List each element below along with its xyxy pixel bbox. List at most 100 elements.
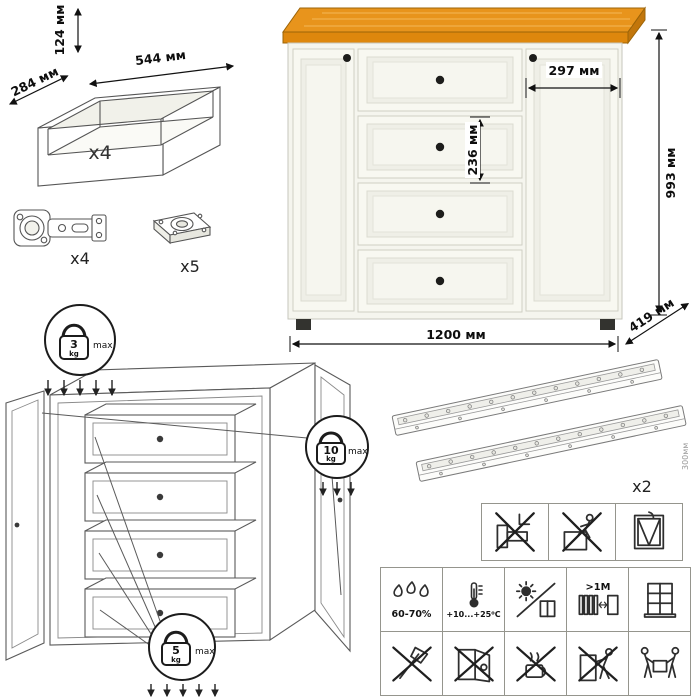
left-door-knob [343,54,351,62]
dresser-drawing: 297 мм 236 мм 993 мм 1200 мм 419 мм [282,6,690,352]
no-step-on-open-drawer-icon [495,512,535,552]
two-person-carry-cell [628,631,691,696]
temperature-cell: +10...+25⁰С [442,567,505,632]
drawer-width-label: 544 мм [134,47,186,68]
dresser-drawer-1 [357,48,523,112]
drawer-box-drawing: 124 мм 544 мм 284 мм x4 x4 [8,5,235,276]
dresser-width-label: 1200 мм [426,327,486,342]
fastener-count: x5 [180,257,200,276]
no-hot-objects-cell [504,631,567,696]
window-icon [643,582,676,618]
load-badge-door: 10 kg max [305,415,369,479]
dresser-top-board [282,6,646,45]
load-door-unit: kg [326,455,336,463]
no-dragging-icon [577,645,618,682]
load-badge-top-arrows [44,380,116,397]
dresser-left-door [292,48,355,312]
load-door-max: max [348,447,368,457]
sunlight-cell [504,567,567,632]
drawer-depth-label: 284 мм [8,64,60,100]
no-sharp-tools-cell [380,631,443,696]
hinge-count: x4 [70,249,90,268]
leader-lines [41,412,342,647]
dresser-drawer-4 [357,249,523,313]
dresser-depth-label: 419 мм [626,295,677,335]
no-hot-objects-icon [515,645,556,682]
humidity-label: 60-70% [391,608,432,620]
humidity-cell: 60-70% [380,567,443,632]
load-badge-drawer-arrows [147,684,219,698]
hinge-icon [13,209,107,247]
wireframe-left-door [5,390,45,661]
dim-dresser-depth: 419 мм [625,295,690,345]
slides-length-label: 300мм [681,443,690,470]
avoid-sunlight-icon [515,580,555,617]
load-top-max: max [93,341,113,351]
safety-icons-row [481,503,683,561]
min-distance-label: >1M [585,582,610,593]
wireframe-right-door-knob [337,497,343,503]
drawer-box-count: x4 [88,142,111,164]
drawer-4-knob [435,276,445,286]
heater-distance-icon: >1M [578,582,619,615]
dresser-foot-left [296,319,311,330]
drawer-pitch-label: 236 мм [465,125,480,176]
drawer-2-knob [435,142,445,152]
right-door-knob [529,54,537,62]
no-hanging-on-doors-cell [442,631,505,696]
load-badge-drawer: 5 kg max [148,613,216,681]
wireframe-left-door-knob [14,522,20,528]
dim-drawer-width: 544 мм [88,47,235,88]
humidity-icon [392,580,429,597]
kettlebell-icon [61,323,87,339]
dresser-height-label: 993 мм [663,148,678,199]
load-drawer-value: 5 [172,644,180,657]
wireframe-drawer-3 [84,519,257,580]
kettlebell-icon [318,431,344,446]
load-badge-door-arrows [319,482,355,497]
dresser-right-door [525,48,619,312]
dim-drawer-pitch: 236 мм [465,116,490,184]
drawer-1-knob [435,75,445,85]
dresser-drawer-3 [357,182,523,246]
dim-drawer-height: 124 мм [52,5,82,56]
load-door-value: 10 [323,444,339,457]
care-icons-grid: 60-70% +10...+25⁰С >1M [380,567,691,696]
dresser-foot-right [600,319,615,330]
dim-dresser-width: 1200 мм [289,327,619,352]
no-climb-on-furniture-icon [562,512,602,552]
slides-drawing: x2 300мм [391,358,690,496]
no-hanging-on-doors-icon [453,645,494,682]
no-climb-cell [548,503,616,561]
door-width-label: 297 мм [549,63,600,78]
wireframe-drawer-1 [84,403,257,464]
dresser-drawer-2 [357,115,523,179]
wireframe-right-door [314,364,351,653]
dim-dresser-height: 993 мм [651,29,678,316]
no-step-on-drawer-cell [481,503,549,561]
window-tilt-icon [633,511,665,550]
window-cell [628,567,691,632]
wireframe-drawing: 3 kg max 10 kg max 5 kg max [5,304,369,698]
kettlebell-icon [163,630,189,646]
load-top-value: 3 [70,338,78,351]
dim-door-width: 297 мм [525,62,621,98]
load-drawer-max: max [195,647,215,657]
no-sharp-tools-icon [391,645,432,682]
drawer-height-label: 124 мм [52,5,67,56]
two-person-carry-icon [640,646,679,678]
load-drawer-unit: kg [171,656,181,664]
dim-drawer-depth: 284 мм [8,64,69,105]
load-badge-top: 3 kg max [44,304,116,376]
no-dragging-cell [566,631,629,696]
slides-count: x2 [632,477,652,496]
window-tilt-cell [615,503,683,561]
drawer-3-knob [435,209,445,219]
drawer-box-shape [37,86,221,187]
heat-distance-cell: >1M [566,567,629,632]
wireframe-drawer-2 [84,461,257,522]
fastener-icon [152,212,212,245]
thermometer-icon [469,581,483,607]
temperature-label: +10...+25⁰С [446,609,501,619]
load-top-unit: kg [69,350,79,358]
